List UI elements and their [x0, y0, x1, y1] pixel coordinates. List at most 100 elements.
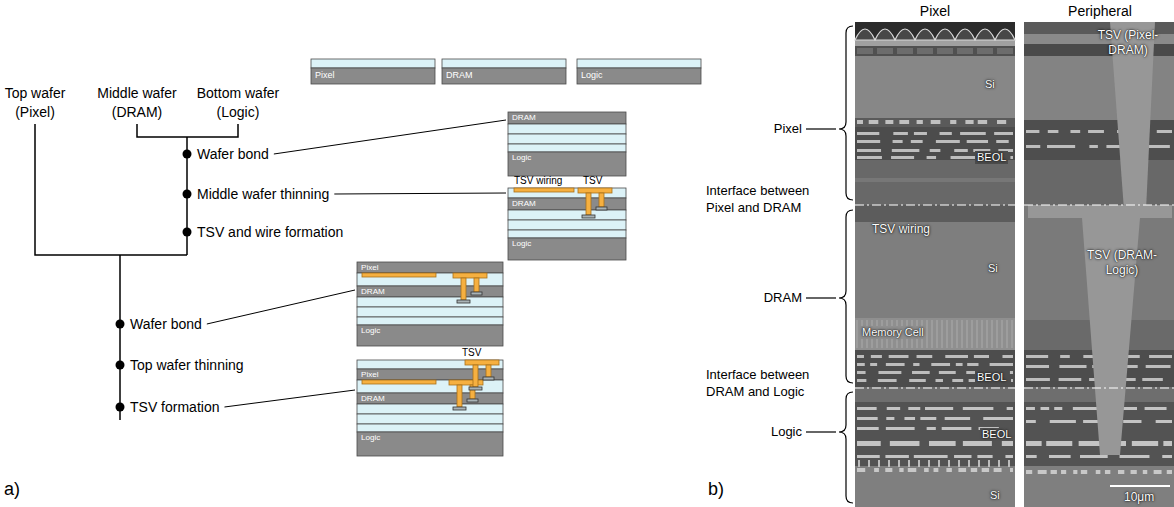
- metal-line: [1041, 407, 1050, 410]
- contact: [988, 460, 990, 467]
- bracket: [839, 210, 853, 383]
- metal-line: [857, 427, 879, 430]
- metal-line: [996, 140, 1008, 143]
- wafer-layer-box: DRAM: [442, 68, 566, 84]
- metal-line: [1026, 355, 1048, 358]
- memory-cell: [931, 320, 933, 348]
- memory-cell: [856, 320, 858, 348]
- metal-line: [1038, 470, 1047, 474]
- bonding-layer: [508, 230, 626, 238]
- metal-line: [1105, 470, 1110, 474]
- metal-line: [1002, 441, 1013, 446]
- metal-line: [1120, 455, 1150, 458]
- metal-line: [914, 455, 948, 458]
- metal-line: [967, 363, 978, 366]
- metal-line: [1046, 441, 1072, 446]
- color-filter: [917, 48, 933, 54]
- metal-line: [857, 455, 880, 458]
- layer-name: DRAM: [446, 70, 566, 80]
- metal-line: [954, 455, 971, 458]
- contact: [858, 460, 860, 467]
- metal-line: [869, 120, 879, 124]
- bonding-layer: [357, 414, 503, 424]
- metal-line: [982, 468, 989, 472]
- metal-line: [917, 120, 923, 124]
- metal-line: [1146, 365, 1171, 368]
- sem-layer: [855, 387, 1015, 402]
- memory-cell: [946, 320, 948, 348]
- contact: [938, 460, 940, 467]
- tsv-cap: [578, 188, 612, 193]
- bracket: [839, 26, 853, 200]
- metal-line: [857, 379, 866, 382]
- layer-name: Pixel: [315, 70, 435, 80]
- metal-line: [997, 120, 1006, 124]
- contact: [1008, 460, 1010, 467]
- wafer-layer: [508, 152, 626, 176]
- metal-line: [889, 355, 909, 358]
- leader-line: [224, 390, 355, 407]
- sem-layer: [855, 46, 1015, 56]
- layer-label: DRAM: [740, 290, 802, 306]
- wafer-label: Top wafer (Pixel): [2, 84, 68, 122]
- metal-line: [1026, 378, 1050, 381]
- sem-layer: [855, 56, 1015, 118]
- layer-label: Logic: [740, 424, 802, 440]
- bonding-layer: [508, 144, 626, 152]
- scale-label: 10μm: [1124, 490, 1154, 504]
- sem-layer: [855, 205, 1015, 222]
- metal-line: [886, 427, 915, 430]
- metal-line: [1061, 470, 1066, 474]
- metal-line: [936, 379, 943, 382]
- memory-cell: [996, 320, 998, 348]
- metal-line: [1126, 365, 1138, 368]
- memory-cell: [926, 320, 928, 348]
- tsv-stem: [473, 365, 478, 387]
- metal-line: [1143, 470, 1147, 474]
- metal-line: [1059, 378, 1082, 381]
- leader-line: [334, 193, 506, 194]
- metal-line: [1005, 455, 1013, 458]
- metal-line: [934, 468, 939, 472]
- layer-name: DRAM: [512, 199, 626, 208]
- layer-name: Logic: [581, 70, 701, 80]
- metal-line: [1073, 470, 1077, 474]
- metal-line: [1010, 371, 1013, 374]
- metal-line: [942, 427, 972, 430]
- sem-layer: [855, 318, 1015, 350]
- wafer-layer-box: DRAM: [357, 286, 503, 297]
- metal-line: [994, 468, 1002, 472]
- metal-line: [911, 140, 923, 143]
- part-label: TSV: [462, 347, 481, 359]
- microlens: [915, 29, 935, 40]
- part-label: TSV wiring: [514, 175, 562, 187]
- tsv-pad: [467, 399, 478, 402]
- bonding-layer: [508, 210, 626, 220]
- part-label: TSV: [583, 175, 602, 187]
- microlens: [935, 29, 955, 40]
- memory-cell: [951, 320, 953, 348]
- wafer-layer-box: Logic: [577, 68, 701, 84]
- flow-line: [137, 124, 238, 137]
- metal-line: [886, 363, 905, 366]
- memory-cell: [961, 320, 963, 348]
- metal-line: [857, 120, 863, 124]
- metal-line: [1026, 365, 1049, 368]
- leader-line: [207, 290, 355, 324]
- metal-line: [954, 149, 968, 152]
- process-step: TSV formation: [130, 398, 219, 416]
- metal-line: [958, 468, 966, 472]
- tsv-stem: [474, 278, 479, 292]
- metal-line: [909, 379, 926, 382]
- bonding-layer: [508, 134, 626, 144]
- metal-line: [1054, 407, 1062, 410]
- metal-line: [885, 468, 892, 472]
- metal-line: [1026, 145, 1040, 148]
- bonding-layer: [357, 307, 503, 317]
- color-filter: [857, 48, 873, 54]
- layer-name: DRAM: [512, 113, 626, 122]
- metal-line: [1026, 407, 1035, 410]
- metal-line: [1080, 455, 1108, 458]
- metal-line: [925, 407, 953, 410]
